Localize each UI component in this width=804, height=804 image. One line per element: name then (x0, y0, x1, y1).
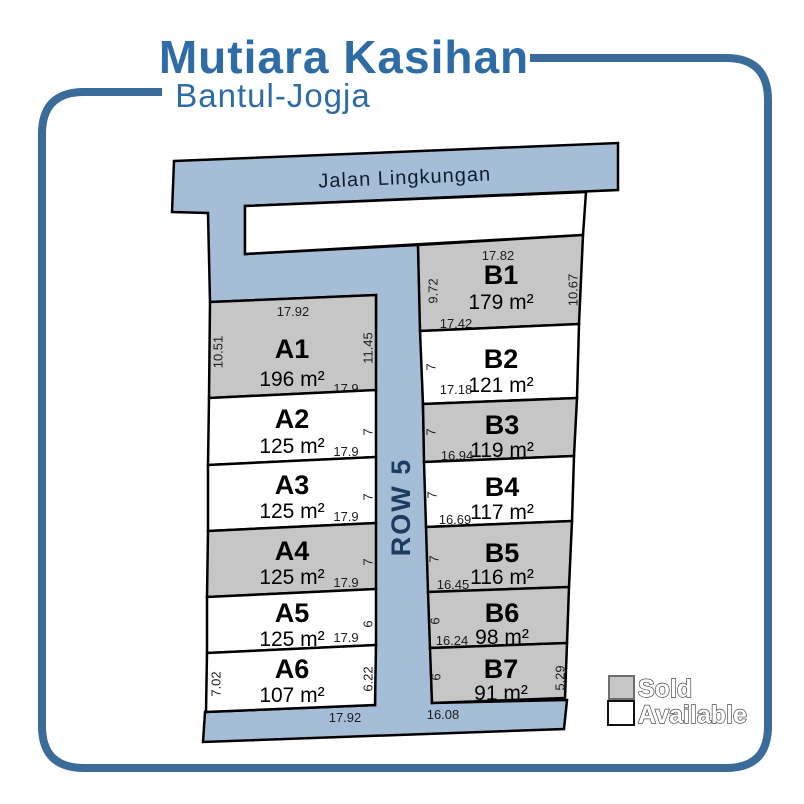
lot-b3-area: 119 m² (470, 439, 534, 462)
legend-sold-label: Sold (638, 675, 692, 703)
lot-b4-dim-left: 7 (425, 491, 440, 498)
lot-a6-dim-right: 6.22 (361, 666, 376, 691)
legend-available-label: Available (638, 701, 747, 729)
lot-a1-area: 196 m² (259, 368, 324, 391)
lot-b1-dim-left: 9.72 (426, 278, 441, 303)
lot-a5: A5 125 m² 6 17.9 (205, 587, 378, 655)
lot-a4-dim-bottom: 17.9 (333, 575, 358, 590)
lot-a3: A3 125 m² 7 17.9 (206, 455, 378, 533)
lot-b1-area: 179 m² (468, 291, 533, 314)
lot-b4-label: B4 (485, 472, 520, 502)
lot-b2: B2 121 m² 7 17.18 (418, 322, 581, 406)
lot-a4-area: 125 m² (259, 566, 324, 589)
legend-available-swatch (607, 700, 635, 726)
lot-a2-dim-right: 7 (361, 428, 376, 435)
lot-a4: A4 125 m² 7 17.9 (205, 521, 378, 599)
lot-b1-label: B1 (484, 260, 519, 290)
lot-b2-dim-left: 7 (424, 363, 439, 370)
lot-a1-label: A1 (275, 334, 310, 364)
lot-a2: A2 125 m² 7 17.9 (206, 388, 378, 467)
lot-b7-area: 91 m² (474, 682, 528, 705)
lot-a2-label: A2 (275, 404, 310, 434)
poster-frame-border (38, 54, 772, 772)
lot-a6-shape (204, 643, 378, 714)
lot-b6: B6 98 m² 6 16.24 (426, 585, 571, 650)
lot-b5: B5 116 m² 7 16.45 (424, 519, 574, 594)
legend-sold-swatch (608, 675, 635, 700)
lot-b6-label: B6 (485, 598, 520, 628)
lot-a5-dim-right: 6 (361, 620, 376, 627)
lot-a4-dim-right: 7 (361, 558, 376, 565)
lot-a1-dim-right: 11.45 (361, 332, 376, 364)
lot-b2-dim-bottom: 17.18 (440, 382, 473, 397)
lot-b4: B4 117 m² 7 16.69 (422, 454, 576, 529)
lot-b2-label: B2 (484, 344, 519, 374)
lot-b1-dim-top: 17.82 (482, 248, 515, 263)
lot-a6-label: A6 (275, 654, 310, 684)
lot-a2-area: 125 m² (259, 435, 324, 458)
lot-b7-dim-left: 6 (429, 673, 444, 680)
lot-b5-dim-left: 7 (427, 555, 442, 562)
lot-b4-area: 117 m² (470, 501, 534, 524)
lot-b3: B3 119 m² 7 16.94 (421, 396, 579, 464)
lot-a3-area: 125 m² (259, 500, 324, 523)
lot-a6-dim-bottom: 17.92 (329, 710, 362, 725)
lot-a3-label: A3 (275, 470, 310, 500)
lot-a3-dim-right: 7 (361, 493, 376, 500)
lot-b1-dim-right: 10.67 (566, 274, 581, 307)
lot-a6: A6 107 m² 7.02 6.22 17.92 (204, 643, 378, 725)
lot-a5-label: A5 (275, 598, 310, 628)
lot-b4-dim-bottom: 16.69 (439, 512, 472, 527)
lot-b6-dim-left: 6 (428, 617, 443, 624)
lot-a1-dim-left: 10.51 (211, 336, 226, 369)
lot-b7-label: B7 (484, 654, 519, 684)
lot-a5-dim-bottom: 17.9 (333, 630, 358, 645)
lot-a6-area: 107 m² (259, 684, 324, 707)
lot-a1: A1 196 m² 17.92 10.51 11.45 17.9 (207, 293, 378, 400)
lot-a6-dim-left: 7.02 (209, 671, 224, 696)
lot-b2-area: 121 m² (468, 374, 533, 397)
lot-a4-label: A4 (275, 536, 310, 566)
road-row5-label: ROW 5 (386, 458, 416, 557)
legend: Sold Available (607, 674, 748, 730)
lot-a5-area: 125 m² (259, 628, 324, 651)
page-subtitle: Bantul-Jogja (175, 77, 370, 114)
lot-b6-dim-bottom: 16.24 (436, 633, 469, 648)
lot-b3-dim-left: 7 (424, 428, 439, 435)
lot-a2-dim-bottom: 17.9 (333, 444, 358, 459)
lot-b7-shape (428, 641, 569, 705)
lot-b1-dim-bottom: 17.42 (440, 316, 473, 331)
lot-b7-dim-bottom: 16.08 (427, 707, 460, 722)
lot-b1: B1 179 m² 17.82 9.72 10.67 17.42 (416, 233, 585, 333)
lot-b5-dim-bottom: 16.45 (437, 577, 470, 592)
page-title: Mutiara Kasihan (159, 31, 529, 83)
lot-b7: B7 91 m² 6 5.29 16.08 (427, 641, 569, 722)
lot-a3-dim-bottom: 17.9 (333, 509, 358, 524)
lot-b5-label: B5 (485, 538, 520, 568)
lot-b3-label: B3 (485, 410, 520, 440)
lot-b7-dim-right: 5.29 (553, 665, 568, 690)
lot-b6-area: 98 m² (475, 626, 529, 649)
lot-a1-dim-top: 17.92 (277, 304, 310, 319)
lot-b5-area: 116 m² (470, 566, 534, 589)
